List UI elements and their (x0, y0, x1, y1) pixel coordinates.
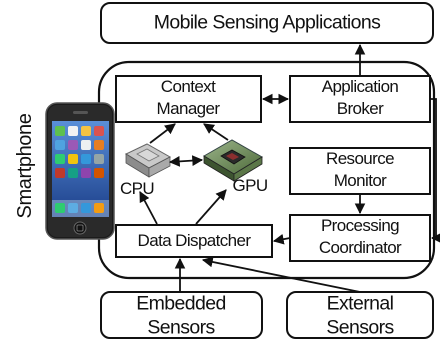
context-manager-label-line1: Context (160, 76, 216, 96)
arrow-coordinator-to-dispatcher (272, 233, 291, 245)
cpu-label: CPU (119, 178, 155, 198)
context-manager-box (115, 75, 262, 123)
embedded-sensors-label-line2: Sensors (147, 316, 215, 339)
arrow-dispatcher-to-cpu (139, 191, 158, 225)
application-broker-label-line1: Application (321, 76, 399, 96)
processing-coordinator-label-line1: Processing (320, 215, 400, 235)
application-broker-label-line2: Broker (336, 98, 384, 118)
external-sensors-label-line1: External (326, 292, 394, 315)
arrow-external-to-dispatcher (201, 256, 361, 293)
smartphone-label: Smartphone (14, 113, 37, 219)
connectors (139, 43, 440, 293)
gpu-label: GPU (232, 175, 268, 195)
arrow-dispatcher-to-gpu (195, 189, 227, 225)
embedded-sensors-box (100, 291, 263, 339)
mobile-sensing-applications-box (100, 2, 434, 44)
context-manager-label-line2: Manager (156, 98, 221, 118)
smartphone-image (45, 102, 115, 240)
arrow-cpu-gpu (168, 155, 204, 167)
arrow-gpu-to-context (203, 123, 229, 141)
data-dispatcher-box (115, 224, 273, 258)
app-icons (52, 126, 109, 217)
cpu-chip-image (124, 143, 172, 178)
resource-monitor-label-line1: Resource (326, 148, 395, 168)
external-sensors-label-line2: Sensors (326, 316, 394, 339)
data-dispatcher-label: Data Dispatcher (137, 230, 251, 250)
gpu-chip-image (203, 139, 263, 182)
processing-coordinator-label-line2: Coordinator (318, 237, 402, 257)
arrow-cpu-to-context (149, 123, 176, 144)
arrow-broker-to-coordinator (430, 98, 440, 244)
embedded-sensors-label-line1: Embedded (136, 292, 226, 315)
resource-monitor-label-line2: Monitor (333, 170, 387, 190)
processing-coordinator-box (289, 214, 431, 262)
mobile-sensing-applications-label: Mobile Sensing Applications (153, 11, 381, 34)
resource-monitor-box (289, 147, 431, 195)
